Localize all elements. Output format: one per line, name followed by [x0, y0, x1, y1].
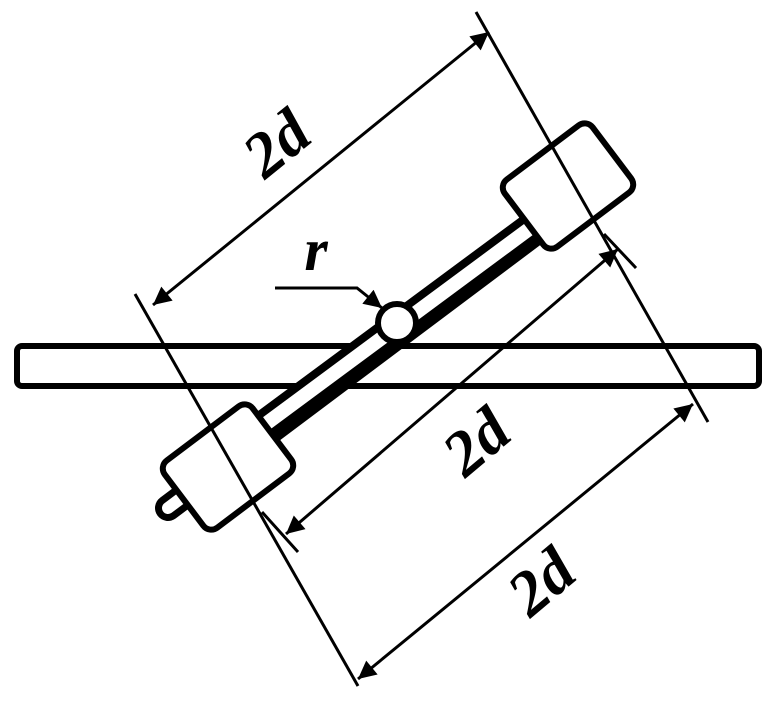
extension-lines [133, 11, 710, 687]
dim-line-middle [285, 247, 619, 536]
pivot-circle [375, 301, 419, 345]
label-2d-middle: 2d [428, 393, 524, 490]
radius-leader [275, 286, 383, 310]
label-2d-bottom: 2d [493, 533, 589, 630]
dimension-lines [152, 30, 694, 681]
dim-line-bottom [357, 402, 694, 681]
dim-line-top [152, 30, 490, 307]
label-r: r [304, 217, 328, 283]
